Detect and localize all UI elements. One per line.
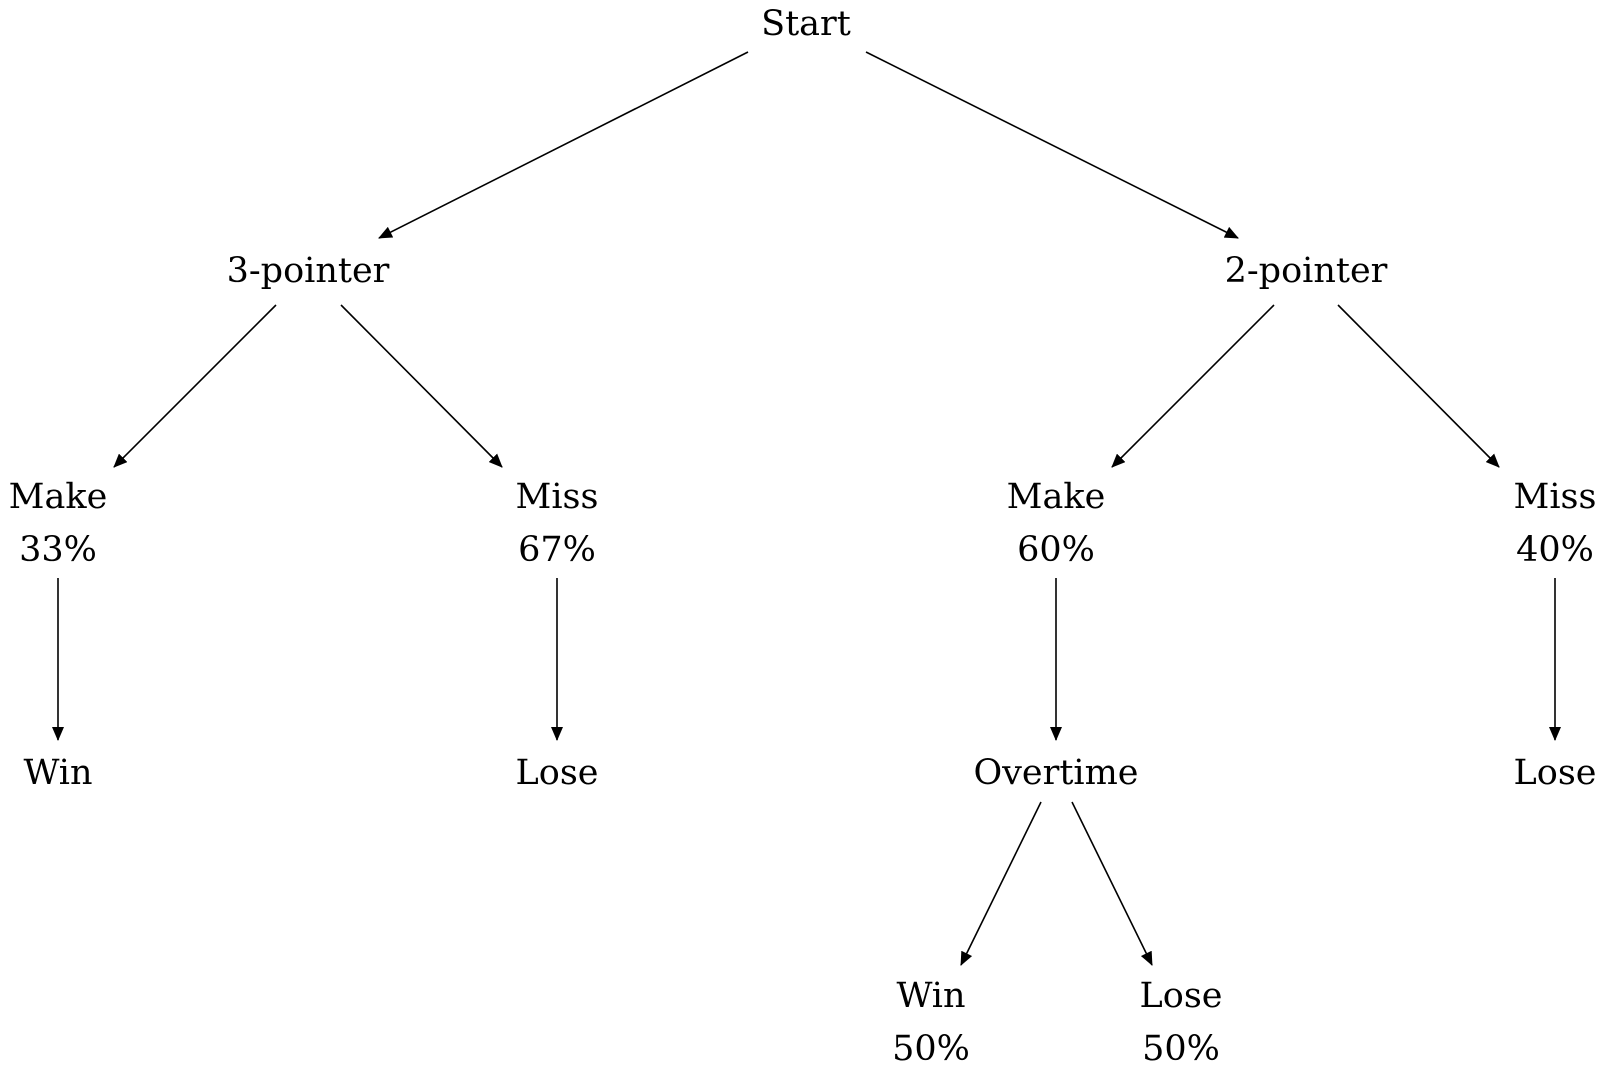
node-label: Win — [896, 976, 965, 1016]
node-two-miss-outcome: Lose — [1514, 753, 1597, 793]
node-probability: 40% — [1516, 530, 1594, 570]
edge-two-pointer-to-make — [1111, 304, 1275, 468]
node-label: Lose — [516, 753, 599, 793]
edge-overtime-to-win — [960, 801, 1042, 966]
edge-two-pointer-to-miss — [1337, 304, 1500, 468]
node-start: Start — [761, 4, 851, 44]
edge-start-to-two-pointer — [865, 51, 1239, 239]
node-overtime: Overtime — [973, 753, 1138, 793]
node-overtime-lose: Lose 50% — [1140, 976, 1223, 1069]
node-three-make-outcome: Win — [23, 753, 92, 793]
edge-three-pointer-to-miss — [340, 304, 503, 468]
node-three-miss: Miss 67% — [516, 477, 599, 570]
node-three-pointer: 3-pointer — [227, 251, 390, 291]
node-label: Make — [1007, 477, 1106, 517]
node-probability: 50% — [1142, 1029, 1220, 1069]
node-label: Lose — [1514, 753, 1597, 793]
node-label: 2-pointer — [1225, 251, 1388, 291]
node-probability: 60% — [1017, 530, 1095, 570]
node-label: Win — [23, 753, 92, 793]
node-three-make: Make 33% — [9, 477, 108, 570]
node-probability: 50% — [892, 1029, 970, 1069]
node-label: Miss — [516, 477, 599, 517]
node-two-miss: Miss 40% — [1514, 477, 1597, 570]
node-label: Lose — [1140, 976, 1223, 1016]
edge-three-pointer-to-make — [113, 304, 277, 468]
node-label: Miss — [1514, 477, 1597, 517]
node-two-make: Make 60% — [1007, 477, 1106, 570]
node-probability: 33% — [19, 530, 97, 570]
node-label: Start — [761, 4, 851, 44]
edge-start-to-three-pointer — [378, 51, 749, 239]
edges — [52, 51, 1561, 966]
node-label: Make — [9, 477, 108, 517]
node-label: 3-pointer — [227, 251, 390, 291]
node-probability: 67% — [518, 530, 596, 570]
node-label: Overtime — [973, 753, 1138, 793]
node-two-pointer: 2-pointer — [1225, 251, 1388, 291]
node-overtime-win: Win 50% — [892, 976, 970, 1069]
edge-overtime-to-lose — [1071, 801, 1153, 966]
node-three-miss-outcome: Lose — [516, 753, 599, 793]
